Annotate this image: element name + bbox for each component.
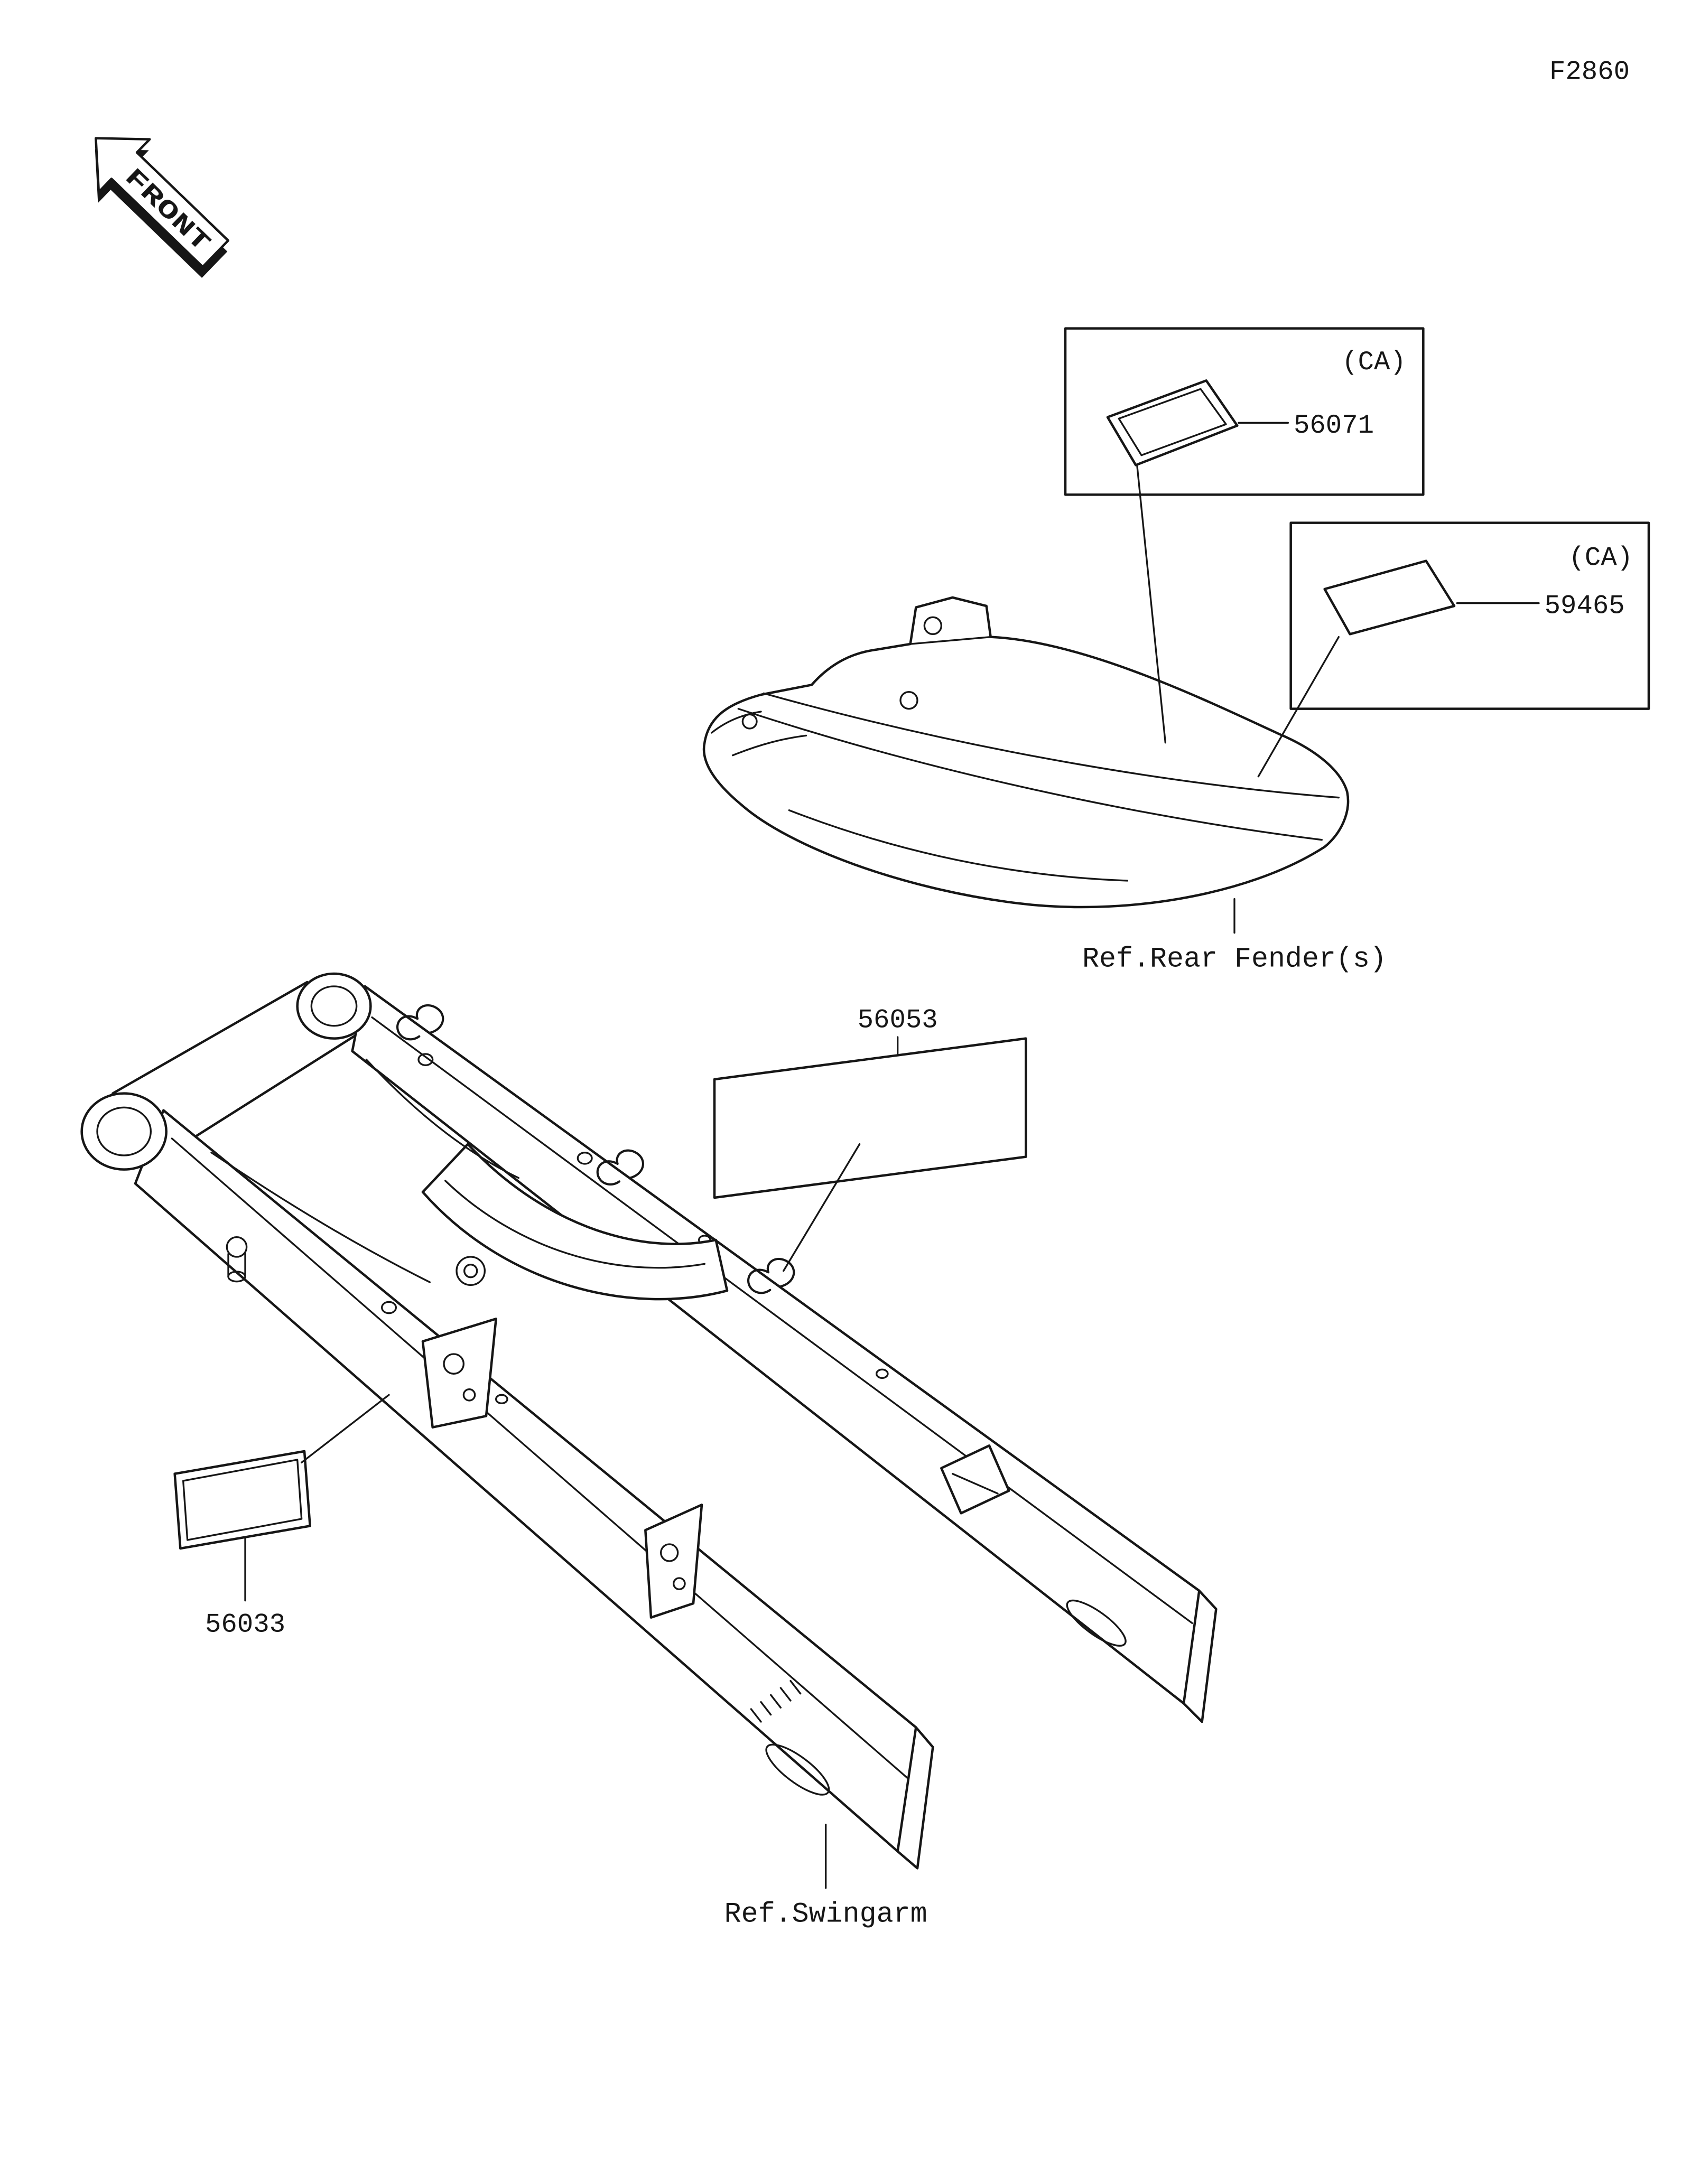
part-number-56033: 56033 [205,1610,285,1640]
region-label-ca-1: (CA) [1342,348,1406,378]
lower-arm-vent-dots [750,1680,802,1723]
leader-line-56071 [1136,465,1166,744]
pivot-boss-near-bore [96,1106,152,1156]
fender-bolt-hole-body [899,690,918,710]
pivot-boss-far-bore [310,985,358,1027]
leader-line-56053 [782,1143,861,1272]
label-56053: 56053 [713,1005,1027,1272]
hook-clip-2 [596,1149,644,1186]
sticker-56033-outer [173,1450,311,1550]
pivot-tube-top-edge [112,981,309,1095]
lower-arm-hole-2 [495,1394,508,1404]
sticker-59465 [1323,559,1456,636]
ref-rear-fender: Ref.Rear Fender(s) [1082,898,1387,976]
sticker-56033-inner [182,1459,303,1541]
fender-crease-lower [737,707,1323,841]
pivot-inner-contour-2 [210,1152,431,1283]
upper-arm-hole-1 [417,1053,434,1066]
pivot-boss-far [296,972,372,1040]
rear-fender-drawing [702,596,1350,909]
callout-box-59465-frame [1289,521,1650,710]
cross-brace [421,1143,729,1301]
cross-brace-boss-hole [463,1264,478,1278]
ref-swingarm: Ref.Swingarm [724,1824,927,1931]
pivot-peg-stub [227,1252,246,1277]
fender-front-inner-line [731,734,807,757]
part-number-56053: 56053 [858,1005,938,1035]
fender-bracket-base-line [909,636,992,645]
lower-arm-highlight [171,1137,908,1779]
upper-arm-highlight [371,1016,1193,1624]
page-code: F2860 [1549,58,1630,88]
lower-arm-hole-1 [381,1301,397,1314]
part-number-59465: 59465 [1545,591,1625,621]
fender-front-tip-line [710,711,762,734]
swingarm-drawing [80,972,1218,1870]
upper-arm-hole-2 [577,1152,593,1165]
front-arrow-body [95,137,230,268]
label-56033: 56033 [173,1394,390,1640]
ref-swingarm-label: Ref.Swingarm [724,1899,927,1931]
fender-crease-upper [763,692,1340,799]
callout-box-59465: (CA) 59465 [1289,521,1650,710]
upper-arm-hole-4 [876,1368,889,1379]
pivot-peg-head [226,1236,248,1258]
sticker-56071-inner [1118,388,1227,456]
cross-brace-boss [456,1256,486,1286]
pivot-boss-near [80,1092,168,1171]
leader-line-59465 [1257,636,1340,778]
fender-bolt-hole-top [923,616,942,635]
gusset-bracket-2-hole-b [673,1577,686,1590]
lower-arm-slot [765,1743,830,1796]
gusset-bracket-1-hole-b [462,1388,476,1402]
gusset-bracket-2-hole-a [659,1543,679,1562]
upper-arm-end-edge [1182,1589,1201,1705]
adjuster-clamp-inner [951,1473,999,1495]
front-arrow-icon: FRONT [95,137,230,278]
adjuster-clamp [940,1444,1010,1515]
upper-arm-slot [1066,1599,1127,1647]
region-label-ca-2: (CA) [1569,544,1633,574]
gusset-bracket-1-hole-a [443,1353,464,1375]
part-number-56071: 56071 [1294,411,1374,441]
sticker-56071-outer [1106,379,1239,466]
hook-clip-1 [396,1004,444,1041]
pivot-inner-contour-1 [365,1058,519,1179]
cross-brace-inner-line [444,1180,705,1269]
sticker-56053 [713,1037,1027,1199]
gusset-bracket-1 [421,1318,497,1429]
pivot-peg-end [227,1271,246,1283]
fender-body [702,596,1350,909]
lower-arm-end-edge [896,1726,917,1853]
gusset-bracket-2 [644,1504,703,1619]
callout-box-56071: (CA) 56071 [1064,327,1425,496]
leader-line-56033 [301,1394,390,1463]
hook-clip-3 [747,1258,795,1294]
ref-rear-fender-label: Ref.Rear Fender(s) [1082,944,1387,976]
fender-bottom-shadow-line [788,809,1128,882]
